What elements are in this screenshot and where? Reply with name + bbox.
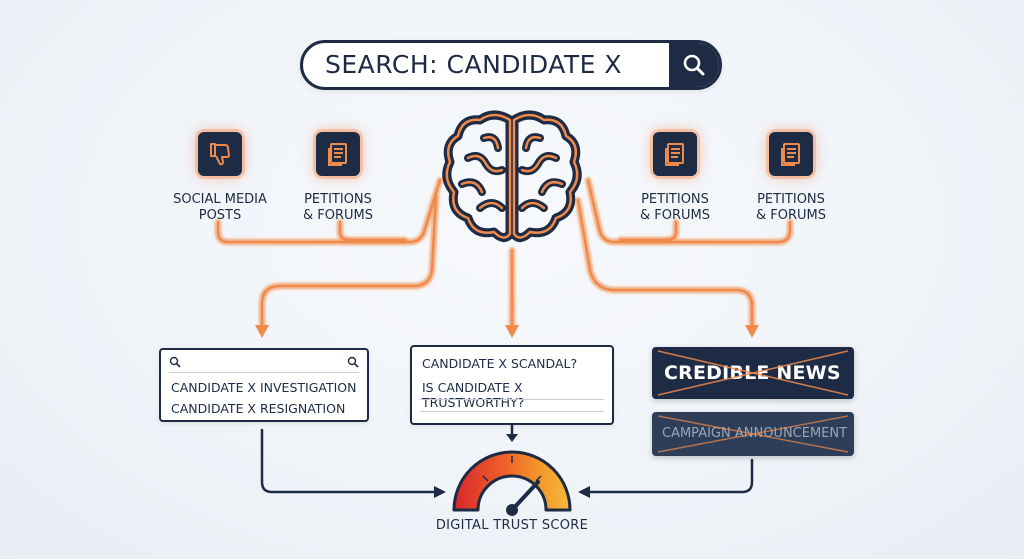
divider [420, 399, 604, 400]
search-button[interactable] [669, 43, 719, 87]
source-social-media: SOCIAL MEDIA POSTS [160, 132, 280, 224]
document-icon [653, 132, 697, 176]
source-label: PETITIONS & FORUMS [303, 192, 373, 223]
campaign-announcement-card: CAMPAIGN ANNOUNCEMENT [652, 412, 854, 456]
brain-icon [442, 110, 582, 242]
search-query[interactable]: SEARCH: CANDIDATE X [325, 50, 623, 79]
source-label: PETITIONS & FORUMS [640, 192, 710, 223]
document-icon [316, 132, 360, 176]
source-petitions: PETITIONS & FORUMS [731, 132, 851, 224]
source-label: SOCIAL MEDIA POSTS [173, 192, 267, 223]
document-icon [769, 132, 813, 176]
source-petitions: PETITIONS & FORUMS [615, 132, 735, 224]
search-icon [347, 356, 359, 368]
left-search-panel: CANDIDATE X INVESTIGATION CANDIDATE X RE… [159, 348, 369, 422]
source-label: PETITIONS & FORUMS [756, 192, 826, 223]
suggestion-item[interactable]: CANDIDATE X SCANDAL? [422, 356, 578, 371]
middle-search-panel: CANDIDATE X SCANDAL? IS CANDIDATE X TRUS… [410, 345, 614, 425]
source-petitions: PETITIONS & FORUMS [278, 132, 398, 224]
gauge-icon [452, 450, 572, 516]
gauge-label: DIGITAL TRUST SCORE [435, 518, 589, 533]
credible-news-card: CREDIBLE NEWS [652, 347, 854, 399]
suggestion-item[interactable]: CANDIDATE X INVESTIGATION [171, 380, 357, 395]
search-bar[interactable]: SEARCH: CANDIDATE X [300, 40, 722, 90]
search-icon [683, 54, 705, 76]
thumbs-down-icon [198, 132, 242, 176]
suggestion-item[interactable]: CANDIDATE X RESIGNATION [171, 401, 346, 416]
cross-out-icon [657, 415, 849, 453]
cross-out-icon [657, 350, 849, 396]
search-icon [169, 356, 181, 368]
divider [420, 411, 604, 412]
suggestion-item[interactable]: IS CANDIDATE X TRUSTWORTHY? [422, 380, 525, 410]
divider [169, 372, 359, 373]
